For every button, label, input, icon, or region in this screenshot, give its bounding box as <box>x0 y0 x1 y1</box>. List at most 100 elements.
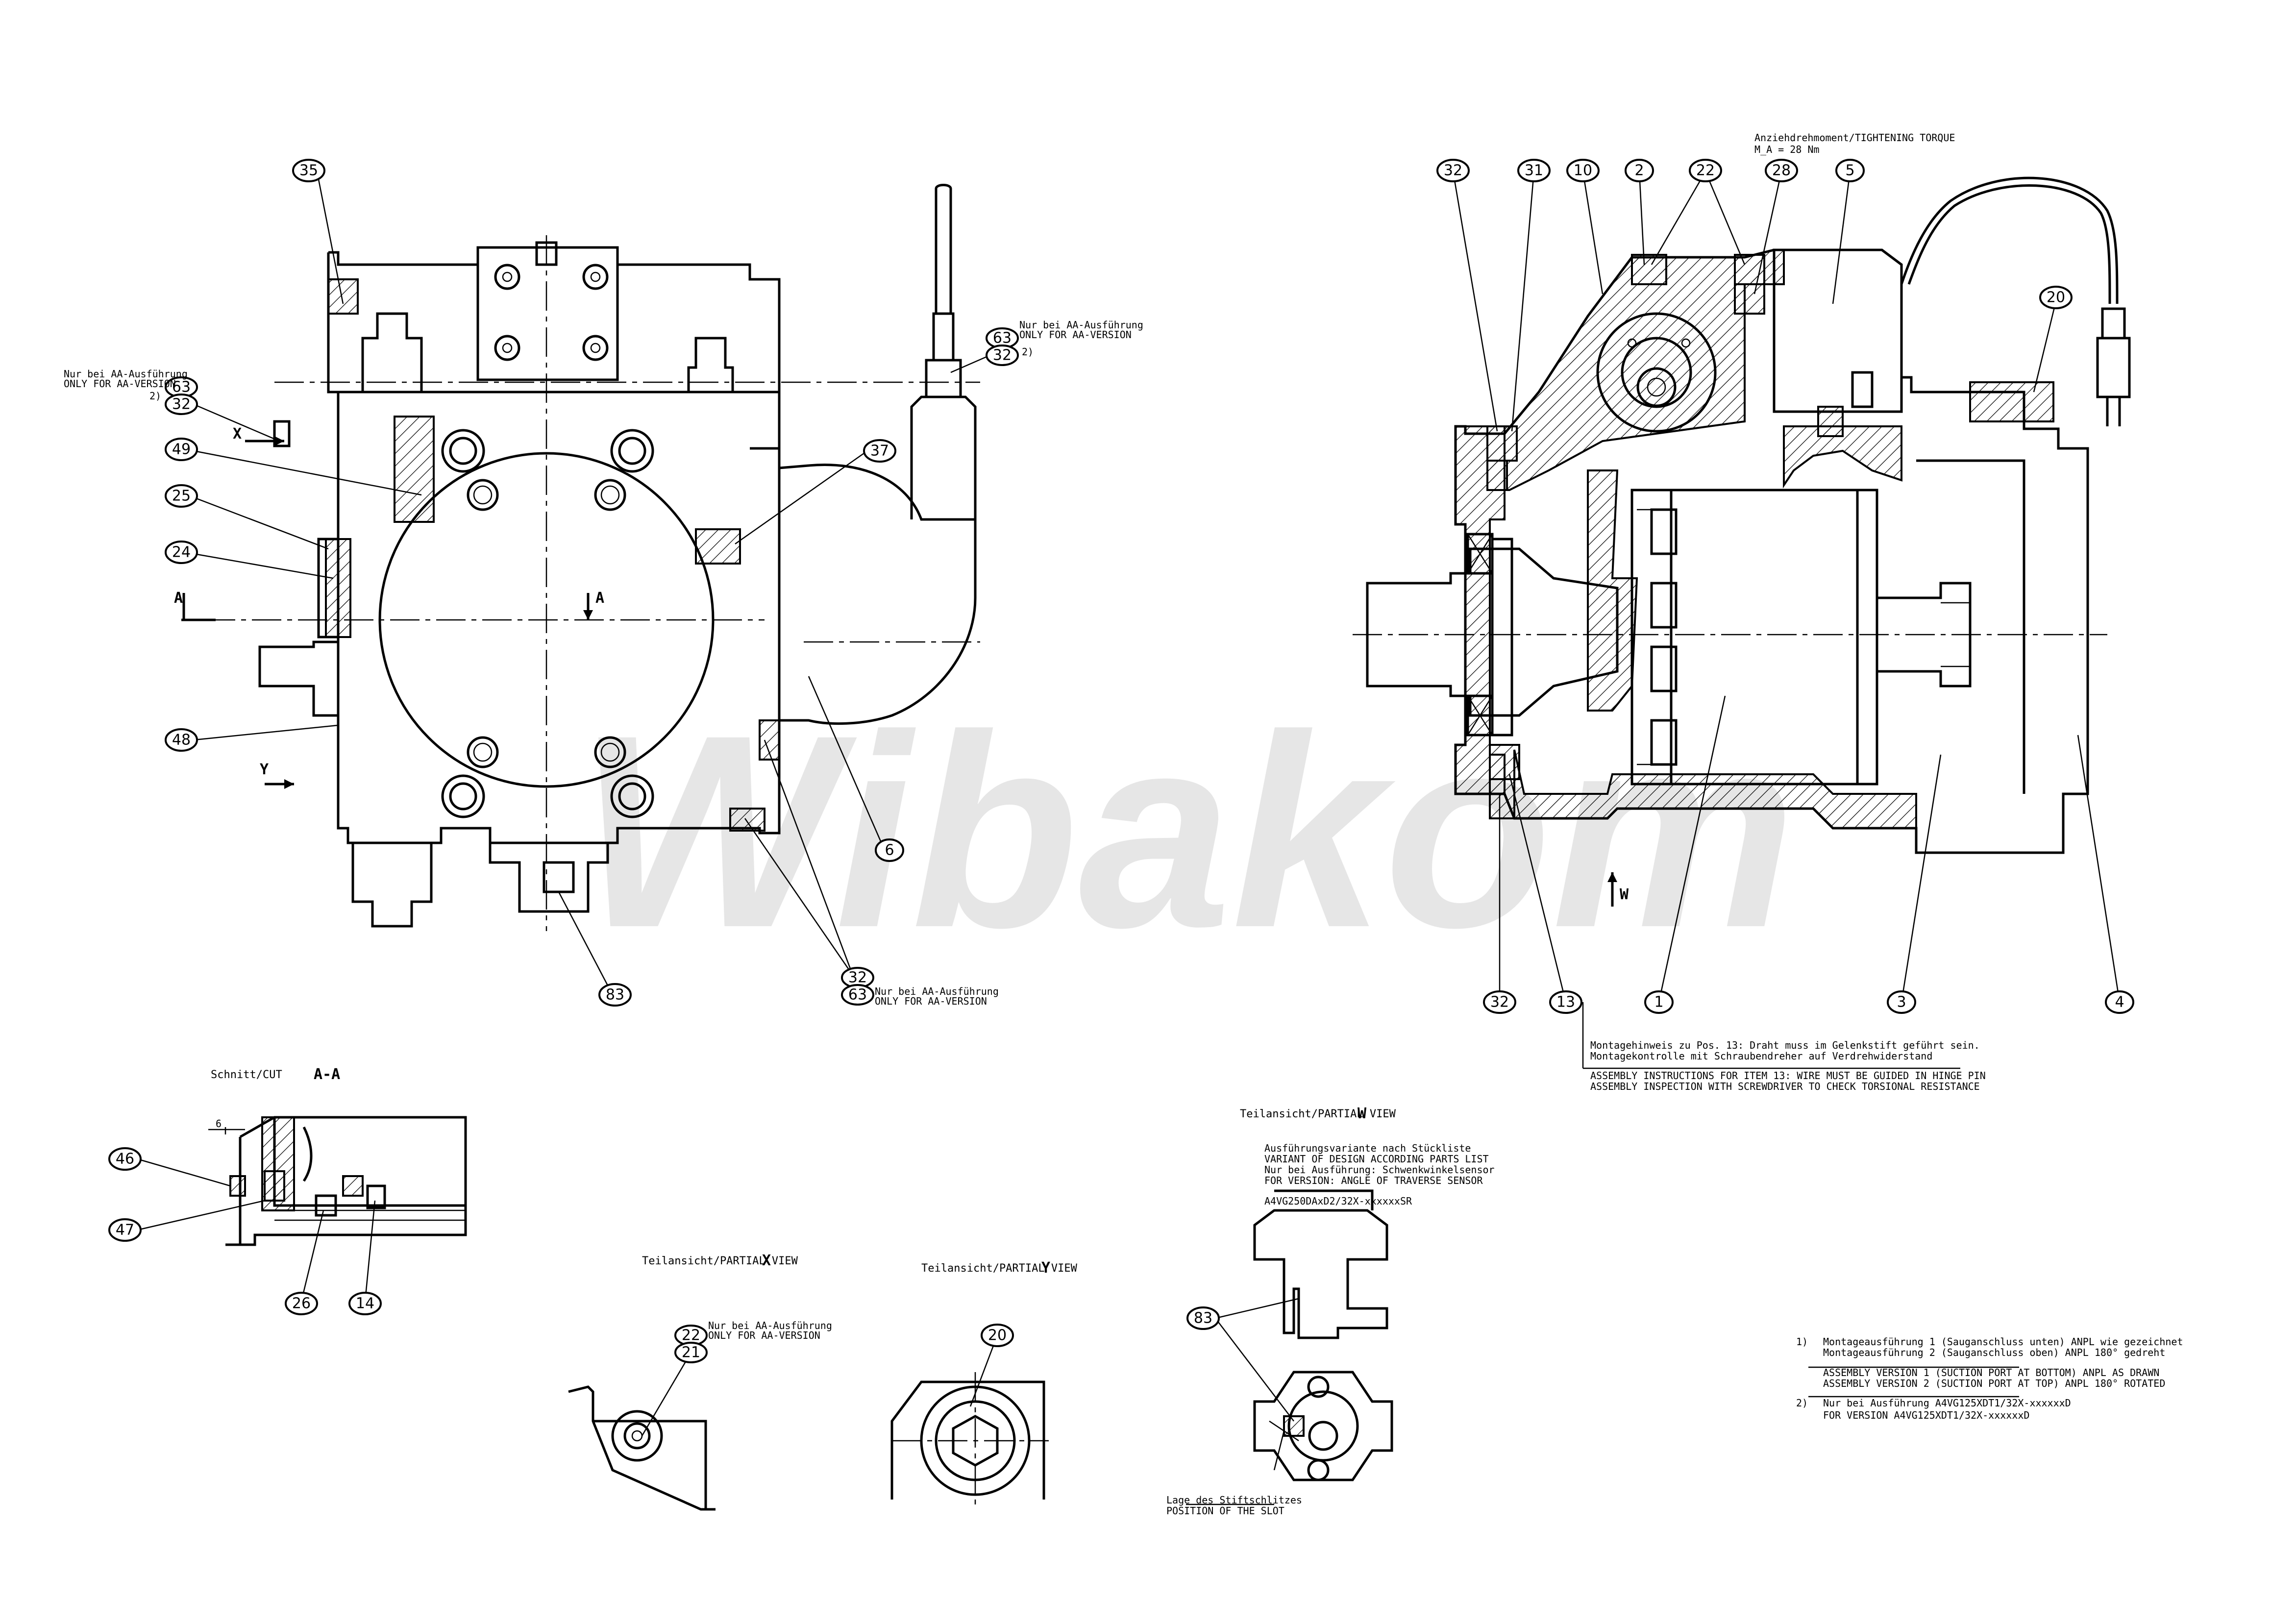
callout-26: 26 <box>285 1292 318 1315</box>
footnote-1-num: 1) <box>1796 1336 1808 1348</box>
svg-text:13: 13 <box>1556 994 1575 1011</box>
callout-22: 22 <box>1689 159 1722 182</box>
svg-text:32: 32 <box>993 347 1012 364</box>
pump-front-view <box>181 184 980 931</box>
callout-6: 6 <box>875 838 904 862</box>
leader-lines <box>137 171 2121 1505</box>
view-w-label: Teilansicht/PARTIAL VIEW <box>1240 1108 1396 1120</box>
footnote-1-de-2: Montageausführung 2 (Sauganschluss oben)… <box>1823 1347 2165 1358</box>
svg-text:5: 5 <box>1845 162 1854 179</box>
callout-32-left: 32 <box>165 394 198 415</box>
aa-note-bottom-en: ONLY FOR AA-VERSION <box>875 995 987 1007</box>
assembly-note-en-1: ASSEMBLY INSTRUCTIONS FOR ITEM 13: WIRE … <box>1590 1070 1986 1082</box>
svg-text:63: 63 <box>993 330 1012 347</box>
notes: Nur bei AA-Ausführung ONLY FOR AA-VERSIO… <box>64 132 2183 1517</box>
callouts: 35 63 32 49 25 24 48 63 32 37 6 83 32 63… <box>108 159 2134 1363</box>
callout-20-section: 20 <box>2039 286 2073 309</box>
variant-note-en: VARIANT OF DESIGN ACCORDING PARTS LIST <box>1264 1153 1489 1165</box>
svg-text:6: 6 <box>885 842 894 859</box>
slot-note-de: Lage des Stiftschlitzes <box>1166 1494 1302 1506</box>
cut-aa-label: Schnitt/CUT <box>211 1069 282 1081</box>
svg-text:32: 32 <box>172 396 191 413</box>
callout-83: 83 <box>598 983 632 1007</box>
section-aa: 6 <box>208 1116 467 1246</box>
view-y-letter: Y <box>1041 1259 1050 1277</box>
assembly-note-de-2: Montagekontrolle mit Schraubendreher auf… <box>1590 1050 1932 1062</box>
callout-49: 49 <box>165 438 198 461</box>
aa-note-x-en: ONLY FOR AA-VERSION <box>708 1329 820 1341</box>
aa-note-top-ref: 2) <box>1022 346 1034 358</box>
aa-note-top-en: ONLY FOR AA-VERSION <box>1019 329 1132 341</box>
callout-63-bottom: 63 <box>841 984 874 1006</box>
footnote-2-num: 2) <box>1796 1397 1808 1409</box>
view-x-letter: X <box>762 1252 771 1269</box>
pump-section-view <box>1353 176 2131 907</box>
svg-text:1: 1 <box>1654 994 1663 1011</box>
svg-text:26: 26 <box>292 1295 311 1312</box>
torque-title: Anziehdrehmoment/TIGHTENING TORQUE <box>1754 132 1955 144</box>
svg-text:3: 3 <box>1897 994 1906 1011</box>
callout-31: 31 <box>1517 159 1551 182</box>
partial-view-x <box>568 1385 716 1511</box>
aa-note-top-de: Nur bei AA-Ausführung <box>1019 319 1143 331</box>
assembly-note-de-1: Montagehinweis zu Pos. 13: Draht muss im… <box>1590 1039 1980 1051</box>
svg-text:20: 20 <box>988 1327 1007 1344</box>
svg-text:4: 4 <box>2115 994 2124 1011</box>
aa-note-left-ref: 2) <box>149 390 161 402</box>
callout-13: 13 <box>1549 990 1582 1014</box>
callout-22-x: 22 <box>674 1325 708 1346</box>
sensor-code: A4VG250DAxD2/32X-xxxxxxSR <box>1264 1195 1412 1207</box>
sensor-note-de: Nur bei Ausführung: Schwenkwinkelsensor <box>1264 1164 1495 1176</box>
svg-text:46: 46 <box>116 1151 134 1168</box>
callout-32-section-bottom: 32 <box>1483 990 1516 1014</box>
aa-dim: 6 <box>216 1118 222 1130</box>
view-y-label: Teilansicht/PARTIAL VIEW <box>921 1262 1078 1275</box>
callout-25: 25 <box>165 484 198 508</box>
svg-text:31: 31 <box>1525 162 1543 179</box>
svg-text:32: 32 <box>1490 994 1509 1011</box>
callout-3: 3 <box>1887 990 1916 1014</box>
svg-text:83: 83 <box>606 986 624 1004</box>
aa-note-left-de: Nur bei AA-Ausführung <box>64 368 188 380</box>
footnote-1-en-2: ASSEMBLY VERSION 2 (SUCTION PORT AT TOP)… <box>1823 1378 2165 1389</box>
svg-text:10: 10 <box>1574 162 1592 179</box>
arrow-w-label: W <box>1620 886 1629 903</box>
callout-2: 2 <box>1625 159 1654 182</box>
callout-35: 35 <box>292 159 325 182</box>
svg-text:32: 32 <box>848 969 867 986</box>
svg-text:35: 35 <box>299 162 318 179</box>
svg-text:22: 22 <box>1696 162 1715 179</box>
callout-4: 4 <box>2105 990 2134 1014</box>
svg-text:14: 14 <box>356 1295 374 1312</box>
callout-24: 24 <box>165 541 198 564</box>
svg-text:21: 21 <box>682 1344 700 1361</box>
callout-46: 46 <box>108 1147 142 1171</box>
footnote-1-de-1: Montageausführung 1 (Sauganschluss unten… <box>1823 1336 2183 1348</box>
footnote-2-de: Nur bei Ausführung A4VG125XDT1/32X-xxxxx… <box>1823 1397 2071 1409</box>
callout-21: 21 <box>674 1342 708 1363</box>
callout-20-y: 20 <box>981 1324 1014 1347</box>
aa-note-x-de: Nur bei AA-Ausführung <box>708 1320 832 1331</box>
callout-28: 28 <box>1765 159 1798 182</box>
svg-text:20: 20 <box>2047 289 2065 306</box>
callout-32-section-top: 32 <box>1436 159 1470 182</box>
partial-view-y <box>890 1372 1049 1509</box>
torque-value: M_A = 28 Nm <box>1754 144 1819 155</box>
svg-text:22: 22 <box>682 1327 700 1344</box>
svg-text:49: 49 <box>172 441 191 458</box>
callout-14: 14 <box>348 1292 382 1315</box>
arrow-x-label: X <box>233 425 242 443</box>
partial-view-w <box>1253 1189 1393 1481</box>
svg-text:2: 2 <box>1634 162 1644 179</box>
callout-1: 1 <box>1644 990 1674 1014</box>
callout-5: 5 <box>1835 159 1865 182</box>
callout-48: 48 <box>165 728 198 752</box>
sensor-note-en: FOR VERSION: ANGLE OF TRAVERSE SENSOR <box>1264 1175 1483 1186</box>
callout-10: 10 <box>1566 159 1600 182</box>
footnote-2-en: FOR VERSION A4VG125XDT1/32X-xxxxxxD <box>1823 1409 2029 1421</box>
svg-text:25: 25 <box>172 488 191 505</box>
callout-63-top: 63 <box>986 327 1019 349</box>
cut-aa-letter: A-A <box>314 1066 340 1083</box>
callout-83-w: 83 <box>1186 1306 1220 1330</box>
